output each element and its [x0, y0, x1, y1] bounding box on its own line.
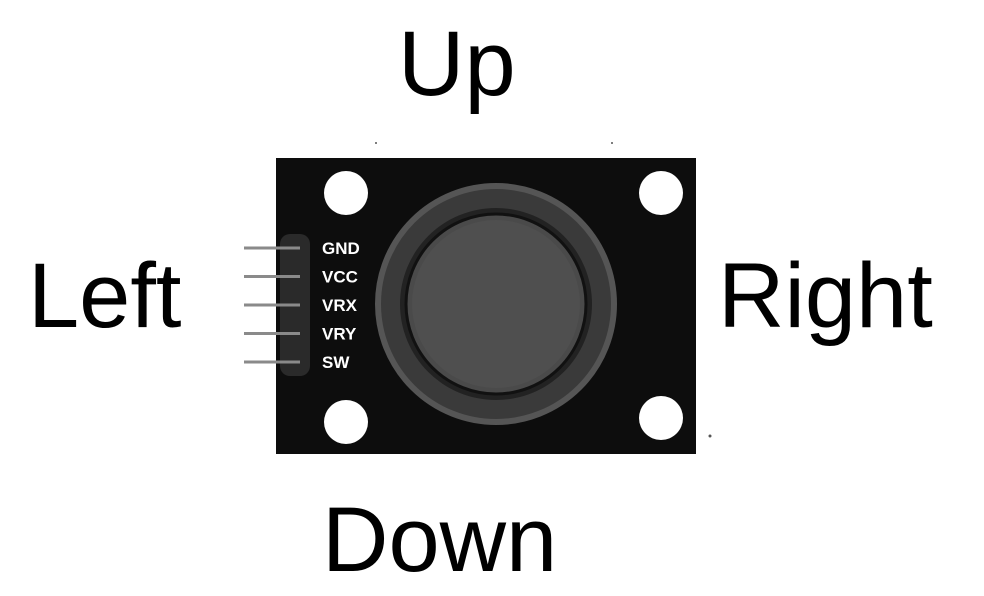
pin-label-vcc: VCC: [322, 268, 358, 287]
speck: [611, 142, 613, 144]
mounting-hole-top-left: [324, 171, 368, 215]
mounting-hole-bottom-right: [639, 396, 683, 440]
direction-label-left: Left: [28, 245, 182, 347]
speck: [708, 434, 712, 438]
direction-label-up: Up: [398, 13, 516, 115]
joystick-knob-highlight: [412, 220, 580, 388]
direction-label-down: Down: [322, 489, 558, 591]
direction-label-right: Right: [718, 245, 933, 347]
pin-label-gnd: GND: [322, 239, 360, 258]
speck: [375, 142, 377, 144]
mounting-hole-bottom-left: [324, 400, 368, 444]
pin-header: [244, 234, 310, 376]
pin-labels: GND VCC VRX VRY SW: [322, 239, 360, 372]
mounting-hole-top-right: [639, 171, 683, 215]
pin-label-vry: VRY: [322, 325, 357, 344]
pin-label-sw: SW: [322, 353, 350, 372]
pin-label-vrx: VRX: [322, 296, 358, 315]
